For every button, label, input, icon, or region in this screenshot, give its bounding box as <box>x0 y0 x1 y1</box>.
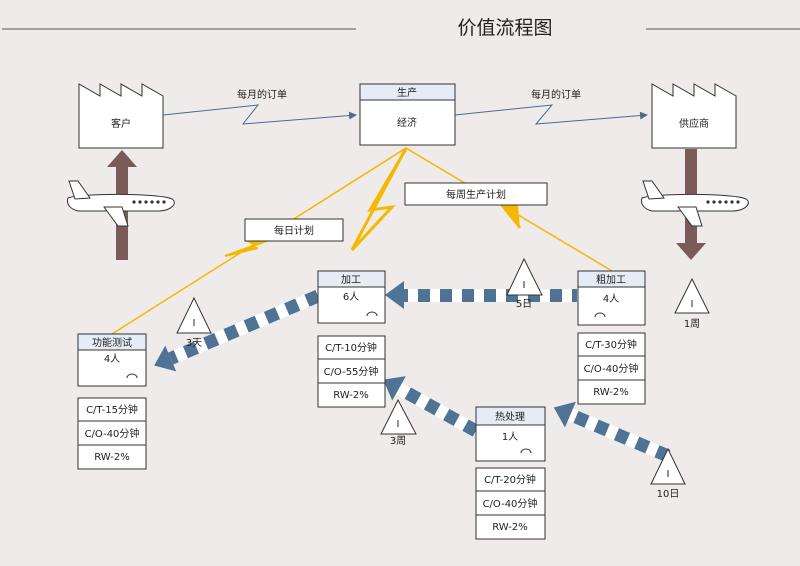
process-machining-operators: 6人 <box>343 291 359 303</box>
heat-co: C/O-40分钟 <box>483 497 538 510</box>
info-flash-weekly <box>497 201 521 229</box>
inventory-incoming-symbol: I <box>667 469 670 480</box>
daily-plan-label: 每日计划 <box>274 224 314 237</box>
push-arrow-heat-to-machining <box>383 376 480 437</box>
process-test-operators: 4人 <box>104 353 120 365</box>
production-control-box <box>359 83 456 146</box>
airplane-left-icon <box>67 180 175 227</box>
inventory-heat-symbol: I <box>397 419 400 430</box>
inventory-test-days: 3天 <box>186 338 202 349</box>
process-rough <box>577 270 646 326</box>
inventory-rough-days: 5日 <box>516 299 532 310</box>
process-machining-name: 加工 <box>341 274 361 286</box>
process-heat-treatment <box>475 406 546 462</box>
push-arrow-rough-to-machining <box>385 281 577 309</box>
inventory-incoming-days: 10日 <box>657 489 680 500</box>
daily-plan-box <box>244 218 344 242</box>
process-functional-test <box>77 333 147 387</box>
order-flow-left <box>162 104 357 125</box>
inventory-supplier-icon <box>674 277 710 314</box>
weekly-plan-label: 每周生产计划 <box>446 188 506 201</box>
process-test-name: 功能测试 <box>92 336 132 349</box>
inventory-rough-symbol: I <box>523 280 526 291</box>
inventory-heat-days: 3周 <box>390 435 406 447</box>
process-machining <box>317 270 386 324</box>
supplier-factory-icon <box>651 83 737 149</box>
rough-rw: RW-2% <box>593 387 629 398</box>
order-left-label: 每月的订单 <box>237 88 287 101</box>
supplier-label: 供应商 <box>679 117 709 130</box>
weekly-plan-box <box>404 182 548 206</box>
process-heat-operators: 1人 <box>502 431 518 443</box>
inventory-supplier-days: 1周 <box>684 318 700 330</box>
heat-rw: RW-2% <box>492 522 528 533</box>
machining-co: C/O-55分钟 <box>324 365 379 378</box>
data-box-test <box>77 397 147 470</box>
inventory-supplier-symbol: I <box>691 299 694 310</box>
test-rw: RW-2% <box>94 452 130 463</box>
process-heat-name: 热处理 <box>495 410 525 423</box>
test-co: C/O-40分钟 <box>85 427 140 440</box>
airplane-right-icon <box>641 180 749 227</box>
page-title: 价值流程图 <box>457 17 552 39</box>
customer-factory-icon <box>78 83 164 149</box>
process-rough-operators: 4人 <box>603 293 619 305</box>
rough-ct: C/T-30分钟 <box>585 338 637 351</box>
customer-label: 客户 <box>111 117 131 130</box>
push-arrow-machining-to-test <box>154 290 321 372</box>
inventory-rough-icon <box>506 257 543 296</box>
production-control-header: 生产 <box>397 86 417 99</box>
machining-rw: RW-2% <box>333 390 369 401</box>
data-box-heat <box>475 467 546 540</box>
push-arrow-incoming-to-heat <box>553 401 671 462</box>
order-right-label: 每月的订单 <box>531 88 581 101</box>
inventory-test-icon <box>176 296 212 334</box>
machining-ct: C/T-10分钟 <box>325 341 377 354</box>
inventory-heat-icon <box>380 398 417 435</box>
data-box-rough <box>577 332 646 405</box>
process-rough-name: 粗加工 <box>596 274 626 286</box>
inventory-test-symbol: I <box>193 318 196 329</box>
heat-ct: C/T-20分钟 <box>484 473 536 486</box>
rough-co: C/O-40分钟 <box>584 362 639 375</box>
production-control-label: 经济 <box>397 116 417 129</box>
info-flash-daily <box>350 147 408 252</box>
test-ct: C/T-15分钟 <box>86 403 138 416</box>
data-box-machining <box>317 335 386 408</box>
inventory-incoming-icon <box>650 447 686 485</box>
order-flow-right <box>454 104 648 125</box>
